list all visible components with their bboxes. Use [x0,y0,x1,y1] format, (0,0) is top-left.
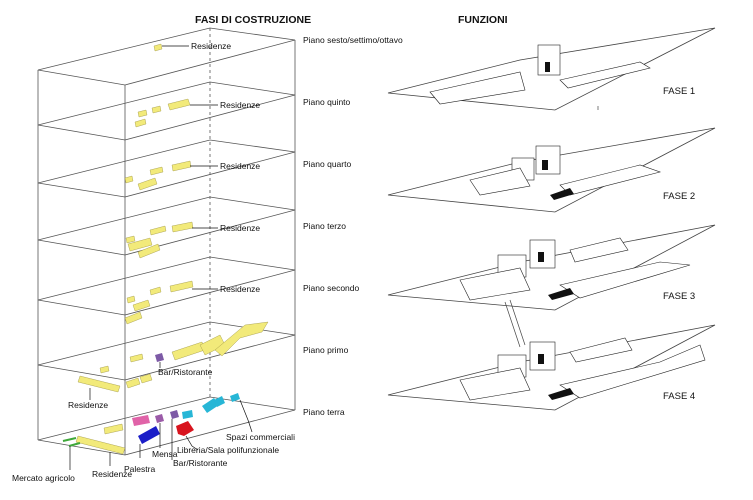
phase-label-2: FASE 2 [663,191,696,202]
bar-block-1 [155,353,164,362]
label-residenze-3: Residenze [220,223,261,233]
mensa-block [155,414,164,423]
label-bar-terra: Bar/Ristorante [173,458,228,468]
floor-label-1: Piano primo [303,345,349,355]
label-bar-1: Bar/Ristorante [158,367,213,377]
phase-label-4: FASE 4 [663,391,696,402]
floor-stack [37,27,296,456]
label-mercato: Mercato agricolo [12,473,75,483]
plate-4 [387,324,716,411]
floor-label-5: Piano quinto [303,97,351,107]
palestra-block [138,426,160,444]
plate-1 [387,27,716,111]
floor-label-4: Piano quarto [303,159,352,169]
label-residenze-6: Residenze [191,41,232,51]
floor-label-terra: Piano terra [303,407,345,417]
phase-dark-details [538,62,574,400]
title-funzioni: FUNZIONI [458,14,508,26]
commerciali-blocks [182,393,240,419]
residence-blocks [75,43,269,455]
label-residenze-1: Residenze [68,400,109,410]
leader-lines [69,45,253,470]
title-fasi: FASI DI COSTRUZIONE [195,14,312,26]
label-libreria: Libreria/Sala polifunzionale [177,445,280,455]
plane-5 [37,81,296,141]
mercato-blocks [62,437,81,447]
label-mensa: Mensa [152,449,178,459]
bar-block-2 [170,410,179,419]
label-residenze-5: Residenze [220,100,261,110]
plane-top [37,27,296,86]
libreria-block [176,421,194,436]
label-residenze-2: Residenze [220,284,261,294]
phase-label-1: FASE 1 [663,86,696,97]
phase-label-3: FASE 3 [663,291,696,302]
plate-3 [387,224,716,311]
label-residenze-4: Residenze [220,161,261,171]
phase-plates [387,27,716,411]
label-palestra: Palestra [124,464,156,474]
label-residenze-terra: Residenze [92,469,133,479]
floor-label-3: Piano terzo [303,221,346,231]
plate-2 [387,127,716,213]
floor-label-6-8: Piano sesto/settimo/ottavo [303,35,403,45]
box-verticals [37,28,296,455]
label-commerciali: Spazi commerciali [226,432,295,442]
palestra-pink-block [132,415,150,426]
phase-buildings [429,44,706,401]
plate-links [504,106,599,348]
floor-label-2: Piano secondo [303,283,360,293]
